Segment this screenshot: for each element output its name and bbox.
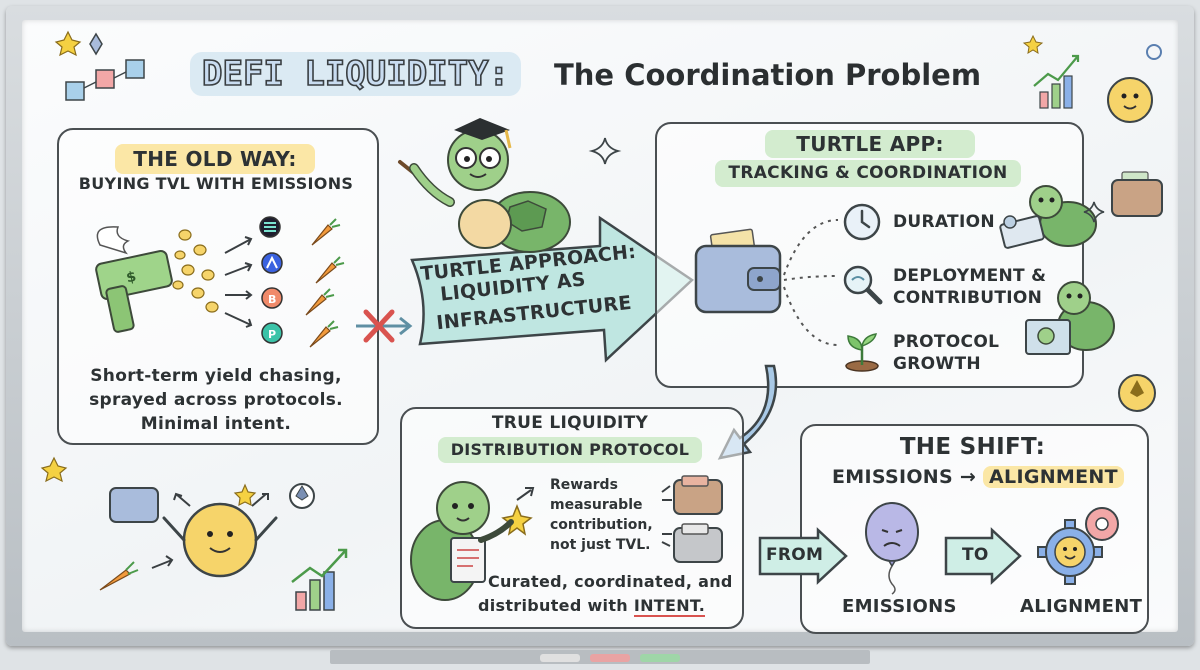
money-gun-illustration: $ B P (95, 216, 345, 348)
shift-heading-line1: THE SHIFT: (899, 434, 1046, 460)
shift-from-label: FROM (766, 545, 824, 565)
shift-to-label: TO (962, 545, 989, 565)
distribution-caption-emph: INTENT. (633, 596, 706, 617)
old-way-caption-line1: Short-term yield chasing, (90, 366, 342, 386)
distribution-caption-prefix: distributed with (478, 596, 628, 615)
distribution-heading-line1: TRUE LIQUIDITY (491, 413, 649, 433)
title-rest: The Coordination Problem (554, 58, 982, 92)
sprout-icon (845, 333, 879, 372)
sad-balloon-icon (865, 502, 919, 595)
professor-turtle-illustration (398, 118, 571, 253)
clock-icon (843, 203, 881, 241)
shift-heading-line2: EMISSIONS → ALIGNMENT (832, 466, 1124, 488)
turtle-app-heading-line2: TRACKING & COORDINATION (715, 160, 1021, 187)
old-way-caption-line3: Minimal intent. (140, 414, 292, 434)
sparkle-star-icon-2 (1083, 201, 1105, 223)
distribution-note-line3: contribution, (550, 517, 653, 533)
distribution-note-line4: not just TVL. (550, 537, 651, 553)
svg-text:$: $ (125, 269, 138, 287)
svg-text:P: P (268, 328, 276, 341)
brown-wallet-icon (1111, 171, 1163, 217)
distribution-caption-line1: Curated, coordinated, and (488, 572, 733, 591)
distribution-heading-line2: DISTRIBUTION PROTOCOL (438, 437, 702, 463)
coin-mascot-illustration (40, 456, 348, 611)
distribution-note-line1: Rewards (550, 477, 618, 493)
marker-white (540, 654, 580, 662)
old-way-heading-line1: THE OLD WAY: (115, 144, 315, 174)
shift-heading-emph: ALIGNMENT (983, 466, 1124, 488)
happy-gears-icon (1037, 507, 1119, 585)
red-cross-icon (356, 309, 413, 343)
turtle-app-heading-line1: TURTLE APP: (765, 130, 975, 158)
marker-green (640, 654, 680, 662)
distribution-note-line2: measurable (550, 497, 643, 513)
turtle-clipboard-illustration (410, 481, 535, 601)
from-arrow (758, 527, 848, 585)
eth-coin-icon (1118, 374, 1156, 412)
shift-left-caption: EMISSIONS (842, 596, 957, 617)
old-way-caption-line2: sprayed across protocols. (89, 390, 343, 410)
app-item-protocol-line1: PROTOCOL (893, 332, 1000, 352)
old-way-heading-line2: BUYING TVL WITH EMISSIONS (78, 174, 354, 193)
title-highlight: DEFI LIQUIDITY: (190, 52, 522, 96)
distribution-caption-line2: distributed with INTENT. (478, 596, 706, 617)
svg-text:B: B (268, 293, 276, 306)
app-item-protocol-line2: GROWTH (893, 354, 981, 374)
shift-heading-prefix: EMISSIONS → (832, 466, 977, 488)
app-item-deployment-line2: CONTRIBUTION (893, 288, 1043, 308)
marker-red (590, 654, 630, 662)
turtle-with-laptop-illustration (999, 185, 1097, 249)
wallets-comparison-illustration (661, 475, 723, 563)
wallet-icon (694, 228, 782, 314)
to-arrow (944, 527, 1022, 585)
app-item-deployment-line1: DEPLOYMENT & (893, 266, 1047, 286)
growth-chart-icon (1022, 34, 1162, 123)
turtle-with-box-illustration (1025, 281, 1115, 355)
sparkle-star-icon (588, 137, 622, 165)
page-title: DEFI LIQUIDITY: The Coordination Problem (182, 50, 1022, 100)
blockchain-cubes-icon (54, 30, 145, 101)
dotted-connectors (783, 219, 839, 346)
magnifier-icon (843, 265, 883, 305)
old-way-panel (57, 128, 379, 445)
app-item-duration: DURATION (893, 212, 995, 232)
shift-right-caption: ALIGNMENT (1020, 596, 1143, 617)
